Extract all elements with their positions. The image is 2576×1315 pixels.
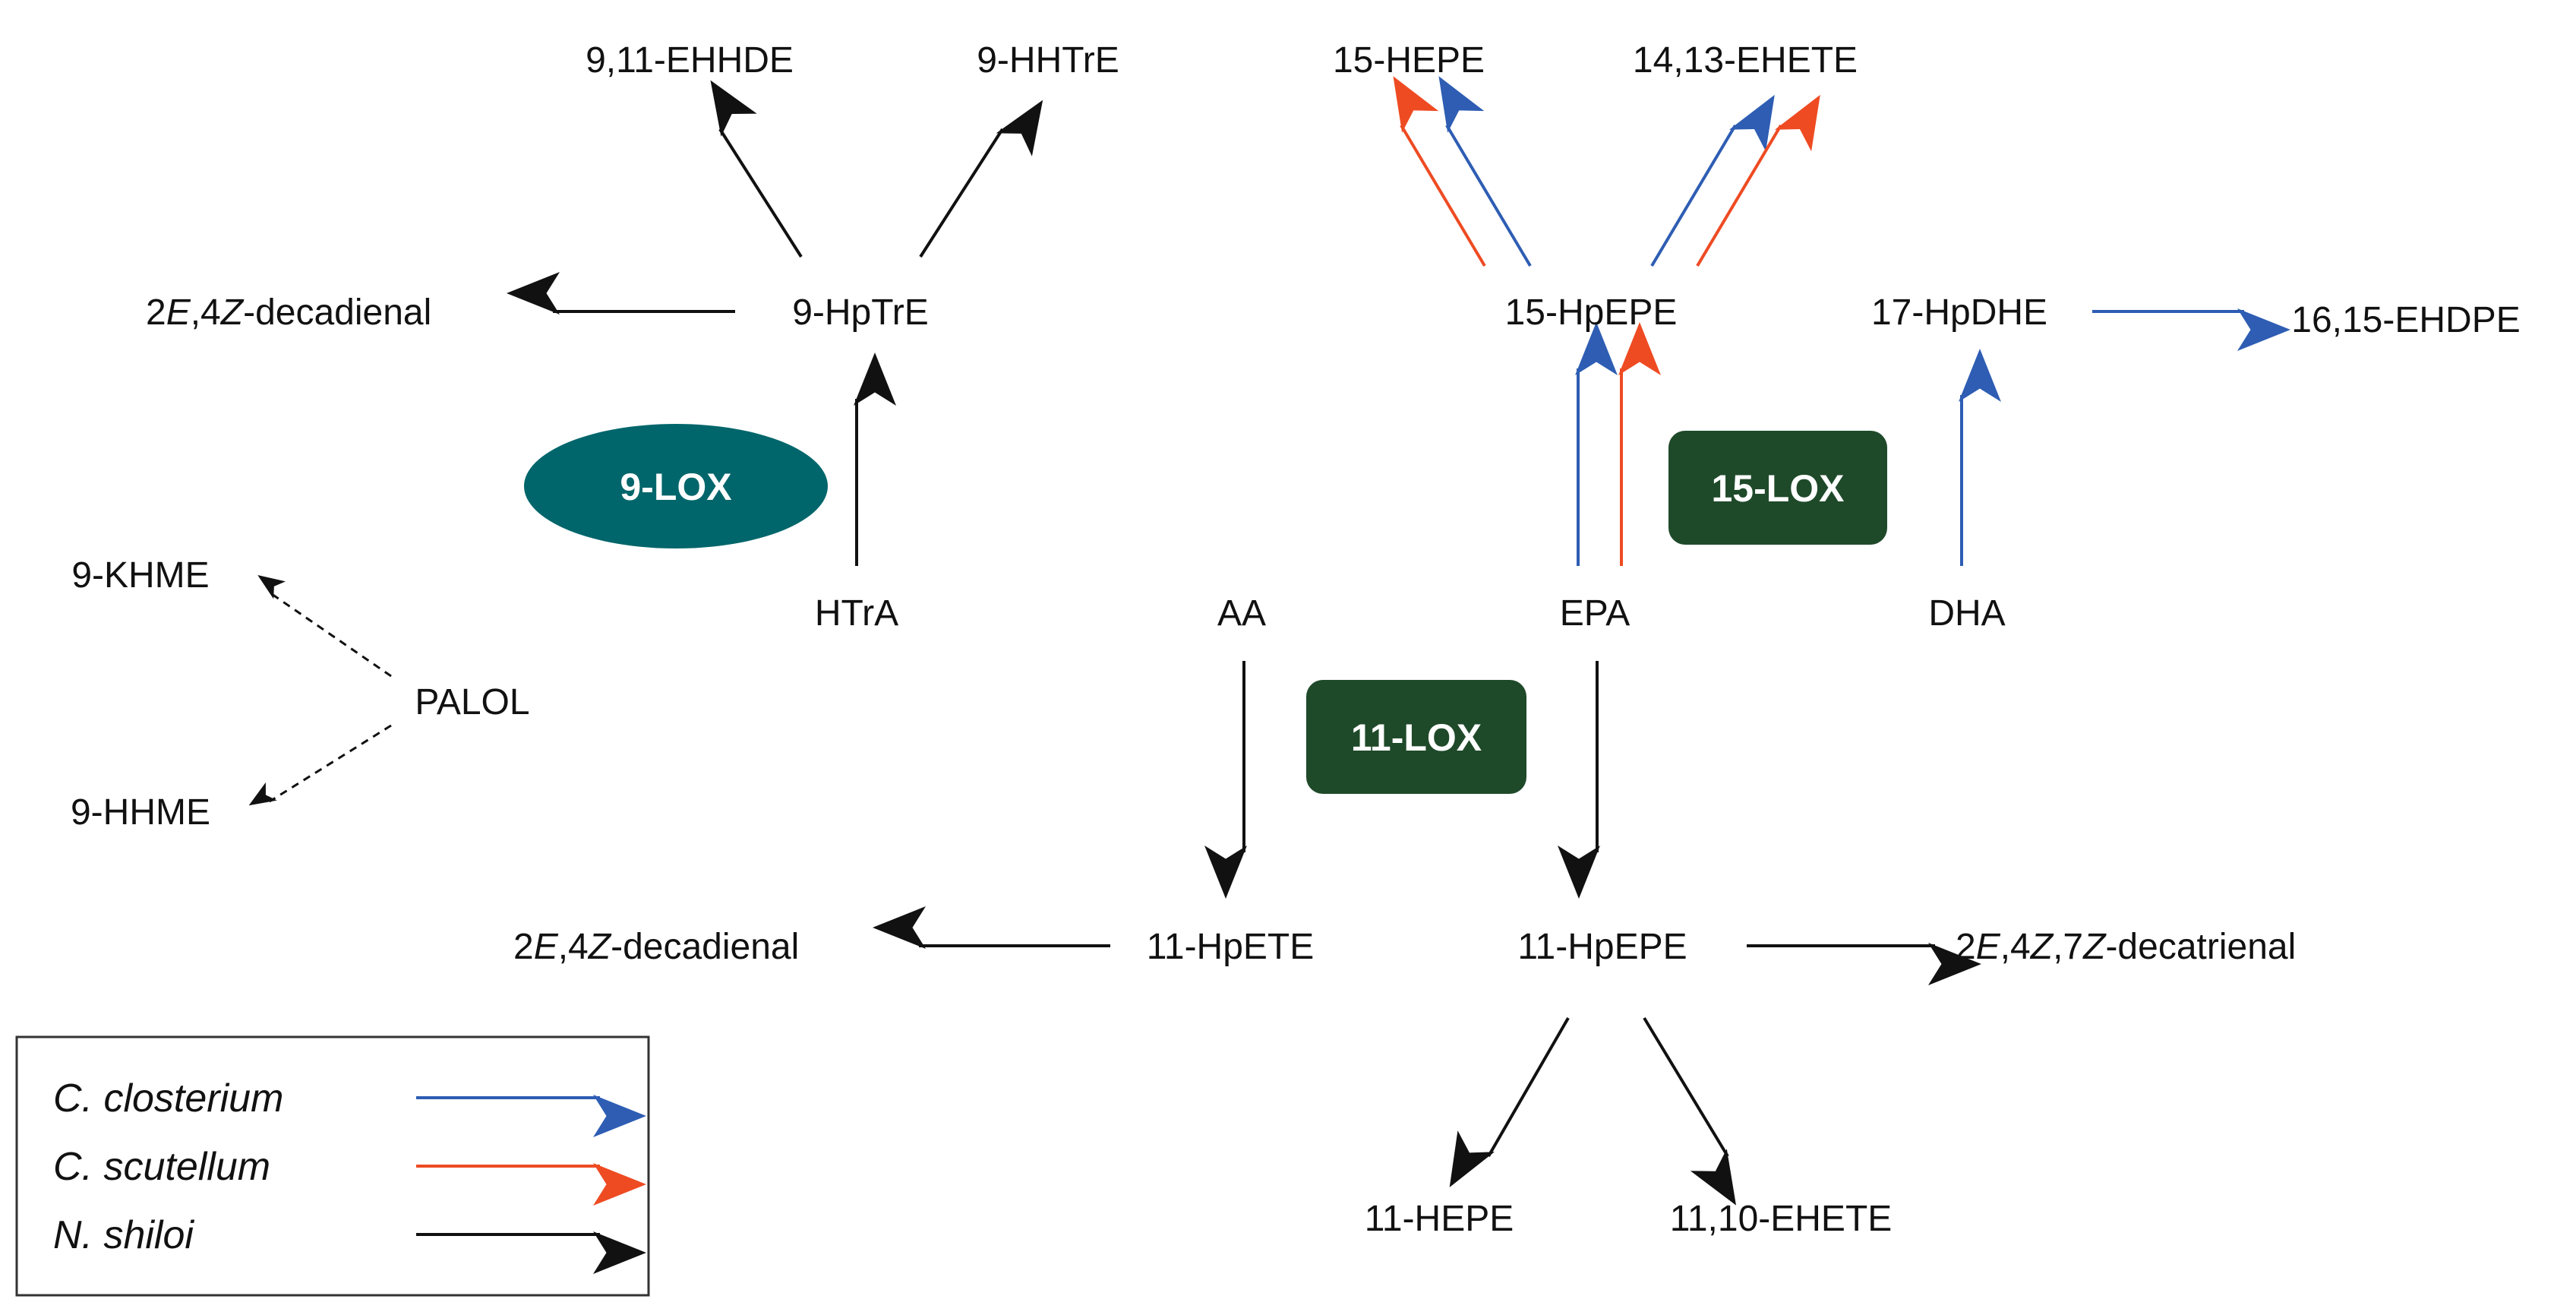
node-11-hpepe: 11-HpEPE — [1517, 927, 1687, 967]
node-16-15-ehdpe: 16,15-EHDPE — [2291, 300, 2520, 340]
enzyme-15-lox-shape — [1668, 431, 1887, 545]
arrow-11-hpepe-to-11-10-ehete — [1643, 1016, 1737, 1206]
arrow-palol-to-9-hhme — [248, 724, 392, 806]
arrow-15-hpepe-to-14-13-ehete-blue — [1650, 94, 1775, 267]
node-labels: 9,11-EHHDE 9-HHTrE 15-HEPE 14,13-EHETE 2… — [71, 40, 2521, 1239]
arrow-15-hpepe-to-15-hepe-blue — [1438, 76, 1532, 267]
legend-item-shiloi: N. shiloi — [53, 1213, 646, 1274]
legend: C. closterium C. scutellum N. shiloi — [15, 1035, 650, 1297]
enzyme-9-lox-shape — [524, 424, 828, 548]
arrow-palol-to-9-khme — [257, 575, 392, 678]
arrow-11-hpepe-to-11-hepe — [1449, 1017, 1570, 1187]
node-9-11-ehhde: 9,11-EHHDE — [586, 40, 794, 81]
arrow-9-hptre-to-9-11-ehhde — [710, 80, 803, 258]
node-dha: DHA — [1928, 593, 2005, 634]
enzyme-11-lox-label: 11-LOX — [1351, 716, 1482, 759]
node-9-hhtre: 9-HHTrE — [977, 40, 1119, 81]
enzyme-9-lox: 9-LOX — [524, 424, 828, 548]
node-15-hpepe: 15-HpEPE — [1505, 292, 1678, 333]
legend-label-scutellum: C. scutellum — [53, 1145, 270, 1189]
arrows-palol-dashed — [248, 575, 392, 806]
node-14-13-ehete: 14,13-EHETE — [1633, 40, 1858, 81]
node-epa: EPA — [1560, 593, 1630, 634]
node-decadienal-top: 2E,4Z-decadienal — [146, 292, 431, 333]
node-9-hhme: 9-HHME — [71, 792, 210, 833]
arrows-c-scutellum — [1393, 76, 1820, 566]
legend-label-closterium: C. closterium — [53, 1076, 283, 1121]
node-aa: AA — [1217, 593, 1266, 634]
node-decadienal-bottom: 2E,4Z-decadienal — [513, 927, 799, 967]
node-9-khme: 9-KHME — [71, 555, 209, 596]
enzyme-11-lox: 11-LOX — [1306, 680, 1526, 794]
node-11-hepe: 11-HEPE — [1365, 1199, 1514, 1239]
arrow-9-hptre-to-9-hhtre — [919, 100, 1043, 258]
node-9-hptre: 9-HpTrE — [792, 292, 929, 333]
arrows-n-shiloi — [507, 80, 1981, 1206]
node-htra: HTrA — [815, 593, 898, 634]
legend-item-closterium: C. closterium — [53, 1076, 646, 1137]
enzyme-11-lox-shape — [1306, 680, 1526, 794]
arrow-15-hpepe-to-14-13-ehete-red — [1696, 94, 1820, 267]
node-15-hepe: 15-HEPE — [1333, 40, 1485, 81]
enzyme-15-lox-label: 15-LOX — [1711, 467, 1844, 510]
node-11-10-ehete: 11,10-EHETE — [1670, 1199, 1893, 1239]
node-palol: PALOL — [415, 682, 529, 722]
enzyme-15-lox: 15-LOX — [1668, 431, 1887, 545]
legend-item-scutellum: C. scutellum — [53, 1145, 646, 1206]
arrows-c-closterium — [1438, 76, 2290, 566]
enzyme-9-lox-label: 9-LOX — [620, 466, 731, 508]
legend-label-shiloi: N. shiloi — [53, 1213, 194, 1257]
node-17-hpdhe: 17-HpDHE — [1871, 292, 2047, 333]
arrow-15-hpepe-to-15-hepe-red — [1393, 76, 1486, 267]
node-decatrienal: 2E,4Z,7Z-decatrienal — [1956, 927, 2296, 967]
node-11-hpete: 11-HpETE — [1147, 927, 1315, 967]
